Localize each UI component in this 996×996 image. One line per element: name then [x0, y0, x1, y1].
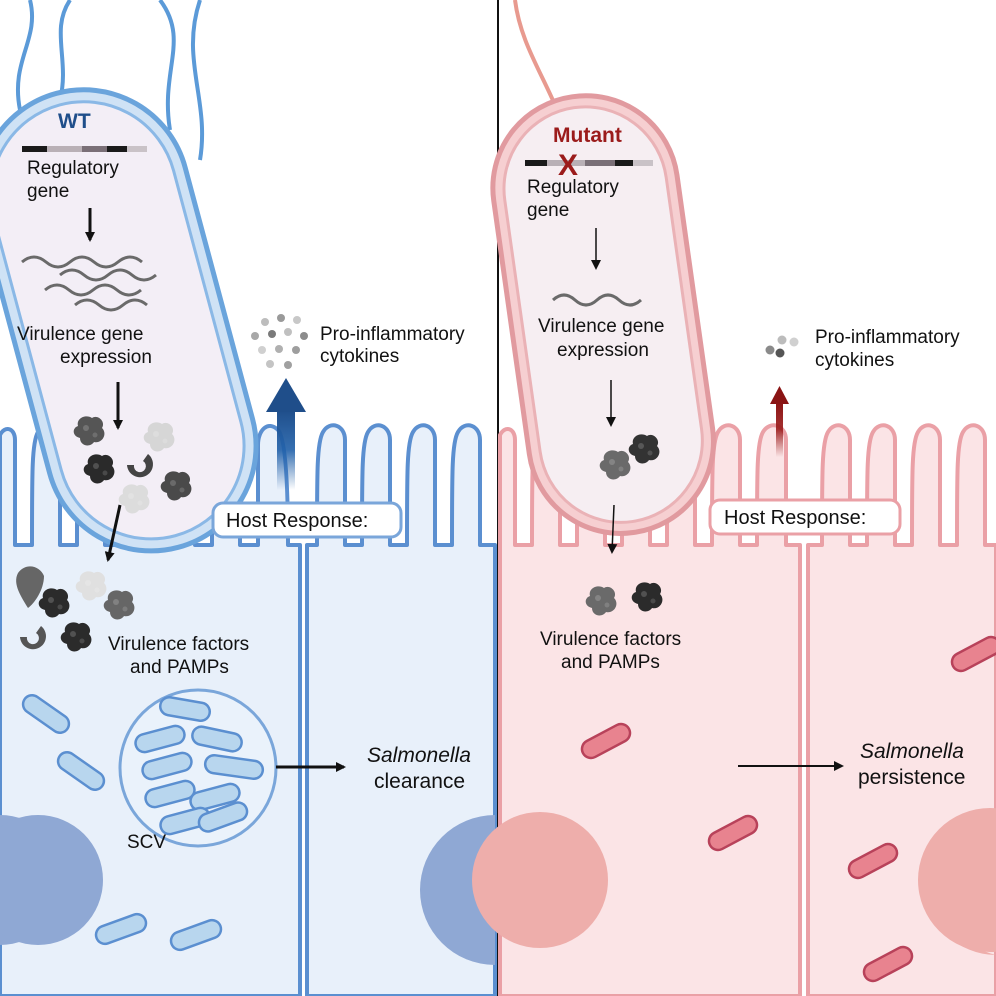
wt-regulatory-gene-line2: gene: [27, 181, 69, 202]
wt-gene-bar: [22, 146, 147, 152]
wt-nucleus-left-round: [0, 815, 103, 945]
wt-mrna-waves: [21, 255, 157, 312]
mutant-host-response-box: Host Response:: [708, 498, 902, 536]
wt-virulence-factors-line1: Virulence factors: [108, 634, 249, 655]
mutant-gene-bar: [525, 160, 653, 166]
mutant-flagellum: [513, 0, 557, 106]
mutant-regulatory-gene-line2: gene: [527, 200, 569, 221]
wt-outcome-label: clearance: [374, 770, 465, 793]
mutant-arrow-secretion: [607, 504, 618, 554]
wt-arrow-secretion: [104, 504, 122, 562]
mutant-bacterium: [490, 93, 716, 536]
mutant-nucleus-left: [472, 812, 608, 948]
wt-virulence-factors-line2: and PAMPs: [130, 657, 229, 678]
wt-cytokines-line1: Pro-inflammatory: [320, 324, 465, 345]
mutant-cytokines-line2: cytokines: [815, 350, 894, 371]
wt-strain-label: WT: [58, 110, 91, 133]
mutant-host-response-label: Host Response:: [724, 507, 866, 529]
mutant-virulence-factors-line1: Virulence factors: [540, 629, 681, 650]
mutant-cytokines-line1: Pro-inflammatory: [815, 327, 960, 348]
mutant-outcome-label: persistence: [858, 766, 965, 789]
mutant-virulence-factors-line2: and PAMPs: [561, 652, 660, 673]
mutant-cytokine-arrow: [770, 386, 789, 457]
mutant-knockout-mark: X: [558, 149, 578, 182]
mutant-host-cells: [472, 423, 996, 996]
mutant-panel: Mutant X Regulatory gene Virulence gene …: [472, 0, 996, 996]
wt-virulence-expression-line2: expression: [60, 347, 152, 368]
mutant-outcome-organism: Salmonella: [860, 740, 964, 763]
mutant-strain-label: Mutant: [553, 124, 622, 147]
wt-panel: WT Regulatory gene Virulence gene expres…: [0, 0, 497, 996]
wt-cytokine-dots: [251, 314, 308, 369]
wt-regulatory-gene-line1: Regulatory: [27, 158, 119, 179]
wt-intracellular-bacteria: [21, 693, 223, 952]
wt-host-response-box: Host Response:: [211, 501, 403, 539]
wt-bacterium: [0, 87, 259, 554]
wt-virulence-expression-line1: Virulence gene: [17, 324, 143, 345]
wt-host-response-label: Host Response:: [226, 510, 368, 532]
wt-nucleus-right: [420, 815, 495, 965]
wt-cytokine-arrow: [266, 378, 306, 490]
wt-scv-vacuole: [118, 688, 278, 848]
wt-scv-label: SCV: [127, 832, 166, 853]
mutant-mrna-wave: [551, 293, 643, 307]
wt-outcome-organism: Salmonella: [367, 744, 471, 767]
mutant-virulence-expression-line2: expression: [557, 340, 649, 361]
wt-secreted-factors: [16, 566, 135, 652]
mutant-cytokine-dots: [765, 335, 799, 358]
mutant-regulatory-gene-line1: Regulatory: [527, 177, 619, 198]
wt-cytokines-line2: cytokines: [320, 346, 399, 367]
mutant-intracellular-bacteria: [580, 635, 996, 983]
mutant-virulence-expression-line1: Virulence gene: [538, 316, 664, 337]
